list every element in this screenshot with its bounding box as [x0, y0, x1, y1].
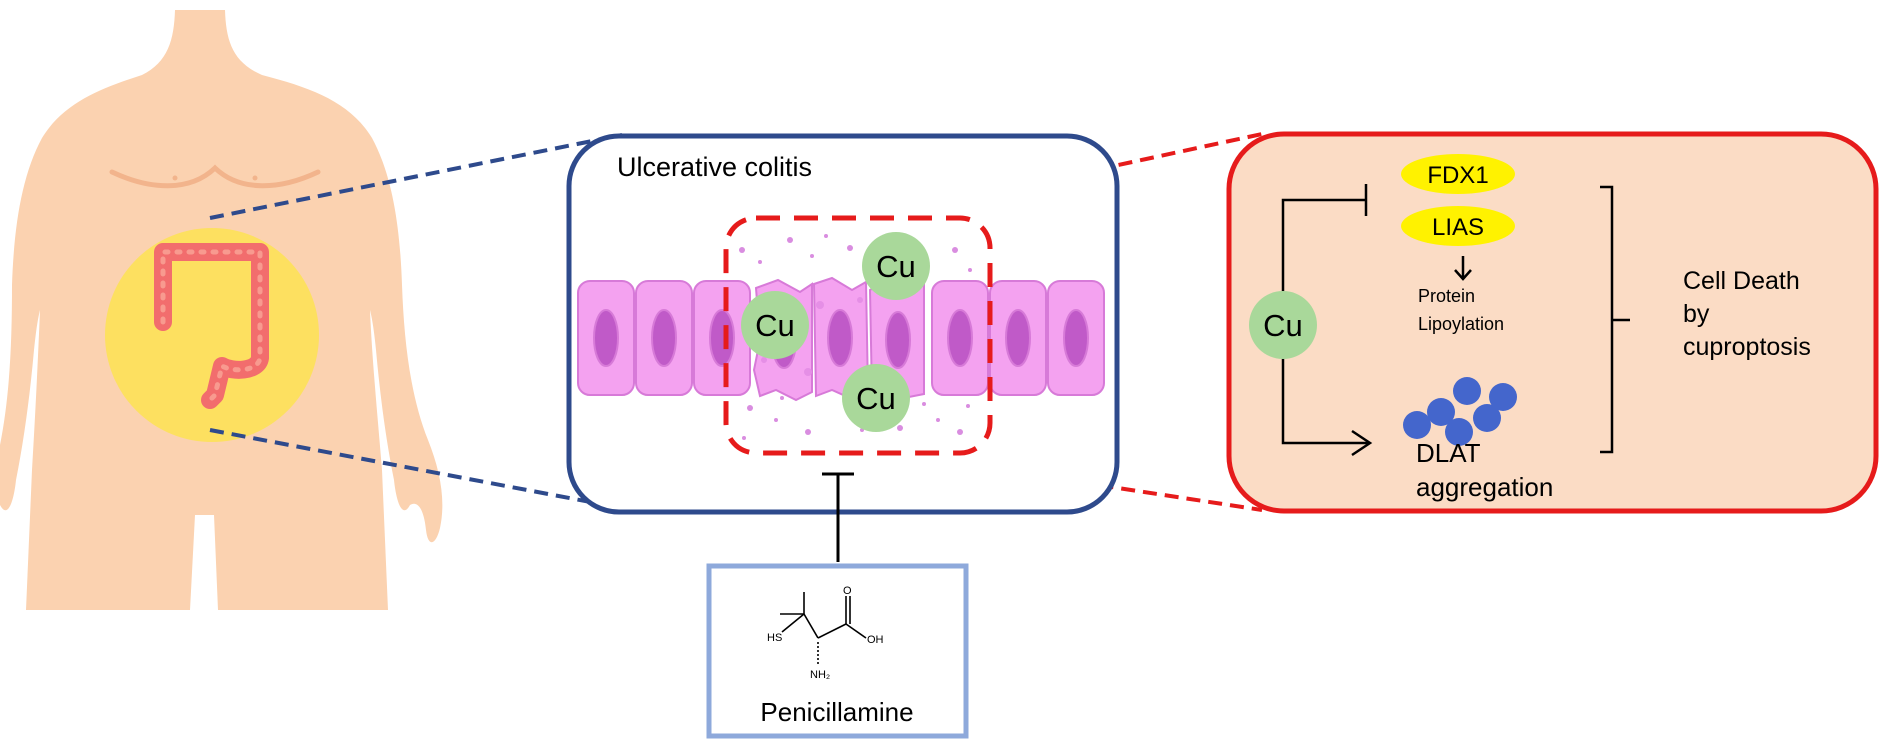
- outcome-line-1: Cell Death: [1683, 267, 1800, 295]
- aggregation-label: aggregation: [1416, 472, 1553, 502]
- inflammatory-debris-dots: [739, 234, 972, 440]
- copper-activation-branch: [1281, 355, 1368, 445]
- lias-label: LIAS: [1401, 206, 1515, 246]
- outcome-line-3: cuproptosis: [1683, 333, 1811, 361]
- svg-text:Cu: Cu: [876, 249, 916, 284]
- epithelial-cell: [989, 280, 1047, 396]
- zoom-connector-lines: [209, 132, 1263, 512]
- epithelial-cell-row: [577, 276, 1105, 402]
- svg-text:Cu: Cu: [1263, 308, 1303, 343]
- hydroxyl-label: OH: [867, 634, 884, 646]
- inflamed-region-outline: [723, 215, 993, 456]
- outcome-line-2: by: [1683, 300, 1710, 328]
- damaged-epithelial-cell: [812, 276, 870, 400]
- connector-blue-top: [209, 133, 623, 220]
- penicillamine-inhibition: [822, 472, 854, 562]
- svg-text:FDX1: FDX1: [1427, 162, 1488, 189]
- lias-to-lipoylation-arrowhead: [1454, 269, 1472, 281]
- amine-label: NH₂: [810, 669, 830, 681]
- colitis-panel-title: Ulcerative colitis: [617, 152, 812, 182]
- epithelial-cell: [635, 280, 693, 396]
- copper-ion: Cu: [842, 364, 910, 432]
- copper-inhibition-branch: [1281, 198, 1366, 295]
- connector-red-bottom: [881, 450, 1263, 512]
- svg-text:Cu: Cu: [856, 381, 896, 416]
- svg-text:LIAS: LIAS: [1432, 214, 1484, 241]
- penicillamine-panel: HS O OH NH₂ Penicillamine: [706, 563, 969, 739]
- mechanism-panel-frame: [1226, 131, 1879, 514]
- dlat-aggregate-dots: [1403, 377, 1517, 446]
- chest-line: [109, 164, 321, 189]
- thiol-label: HS: [767, 632, 782, 644]
- copper-activation-arrowhead: [1351, 429, 1373, 457]
- nipple-left: [172, 175, 178, 181]
- nipple-right: [252, 175, 258, 181]
- epithelial-cell: [1047, 280, 1105, 396]
- penicillamine-structure: [780, 592, 867, 664]
- epithelial-cell: [693, 280, 751, 396]
- colitis-panel: Ulcerative colitis: [566, 133, 1120, 515]
- protein-label: Protein: [1418, 286, 1475, 306]
- copper-ion: Cu: [741, 291, 809, 359]
- epithelial-cell: [931, 280, 989, 396]
- copper-ion-mechanism: Cu: [1249, 291, 1317, 359]
- svg-text:Cu: Cu: [755, 308, 795, 343]
- lipoylation-label: Lipoylation: [1418, 314, 1504, 334]
- dlat-label: DLAT: [1416, 438, 1481, 468]
- carbonyl-oxygen-label: O: [843, 585, 852, 597]
- human-torso-illustration: [0, 10, 443, 610]
- mechanism-panel: Cu FDX1 LIAS Protein Lipoylation DLAT ag…: [1226, 131, 1879, 514]
- epithelial-cell: [577, 280, 635, 396]
- penicillamine-frame: [706, 563, 969, 739]
- penicillamine-label: Penicillamine: [760, 697, 913, 727]
- connector-blue-bottom: [209, 428, 623, 510]
- colon-illustration: [154, 243, 269, 409]
- fdx1-label: FDX1: [1401, 154, 1515, 194]
- copper-ion: Cu: [862, 232, 930, 300]
